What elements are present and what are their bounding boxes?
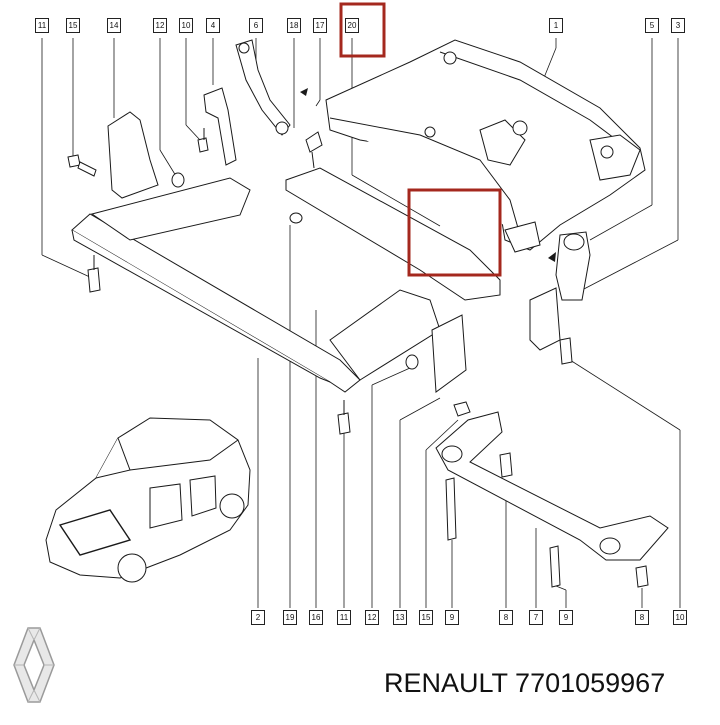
- callout-7-bottom: 7: [529, 610, 543, 625]
- front-crossmember: [71, 177, 441, 393]
- callout-8b-bottom: 8: [635, 610, 649, 625]
- callout-14-top: 14: [107, 18, 121, 33]
- callout-19-bottom: 19: [283, 610, 297, 625]
- callout-5-top: 5: [645, 18, 659, 33]
- callout-15-top: 15: [66, 18, 80, 33]
- car-outline: [45, 417, 251, 583]
- callout-10-bottom: 10: [673, 610, 687, 625]
- callout-16-bottom: 16: [309, 610, 323, 625]
- callout-12-bottom: 12: [365, 610, 379, 625]
- shield-plate: [107, 111, 159, 199]
- reinforcement-plate: [285, 167, 501, 301]
- callout-15-bottom: 15: [419, 610, 433, 625]
- tie-bar: [435, 411, 669, 561]
- callout-20-top: 20: [345, 18, 359, 33]
- side-bracket: [431, 314, 467, 393]
- callout-11-bottom: 11: [337, 610, 351, 625]
- mount-bracket: [529, 231, 591, 351]
- renault-logo: [13, 627, 55, 703]
- callout-6-top: 6: [249, 18, 263, 33]
- bracket: [203, 87, 237, 166]
- callout-10-top: 10: [179, 18, 193, 33]
- callout-18-top: 18: [287, 18, 301, 33]
- bolts: [67, 128, 649, 588]
- callout-12-top: 12: [153, 18, 167, 33]
- callout-4-top: 4: [206, 18, 220, 33]
- part-caption: RENAULT 7701059967: [384, 668, 665, 699]
- highlight-part-20: [407, 188, 502, 277]
- part-number: 7701059967: [515, 668, 666, 698]
- link-rod: [235, 39, 291, 136]
- brand-name: RENAULT: [384, 668, 508, 698]
- front-subframe: [325, 39, 646, 253]
- highlight-callout-20: [339, 2, 386, 58]
- callout-1-top: 1: [549, 18, 563, 33]
- callout-9-bottom: 9: [445, 610, 459, 625]
- callout-8-bottom: 8: [499, 610, 513, 625]
- callout-11-top: 11: [35, 18, 49, 33]
- callout-3-top: 3: [671, 18, 685, 33]
- callout-17-top: 17: [313, 18, 327, 33]
- callout-13-bottom: 13: [393, 610, 407, 625]
- callout-9b-bottom: 9: [559, 610, 573, 625]
- leader-lines: [41, 38, 681, 608]
- arrows: [300, 88, 556, 262]
- callout-2-bottom: 2: [251, 610, 265, 625]
